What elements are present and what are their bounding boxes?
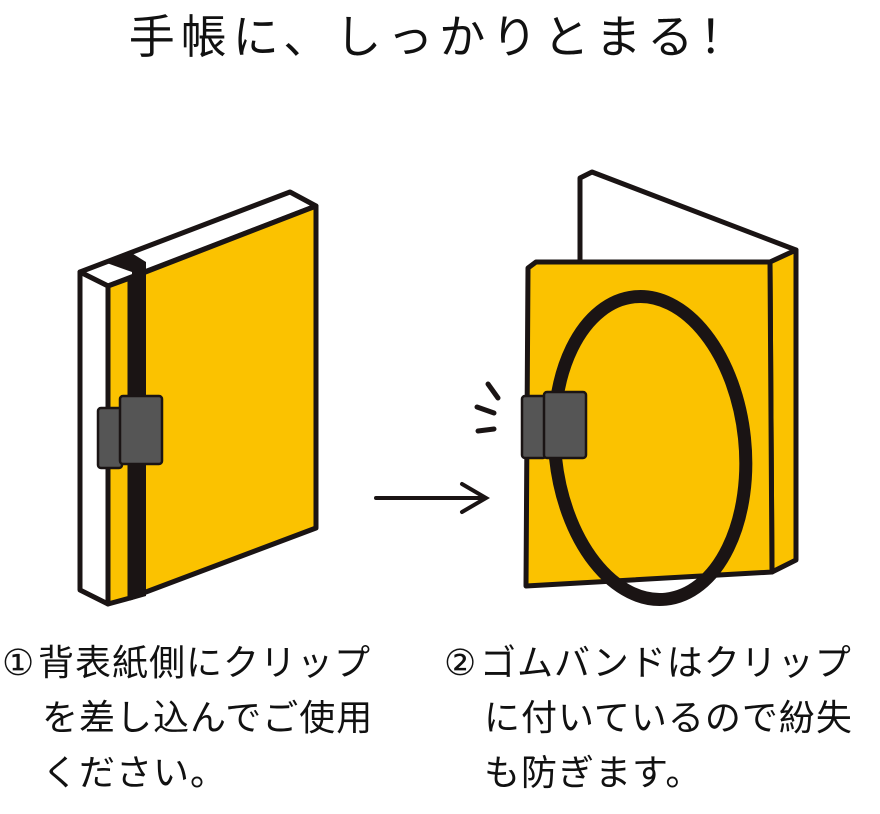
step-1-line-1: 背表紙側にクリップ	[38, 643, 372, 684]
page-title: 手帳に、しっかりとまる！	[128, 10, 752, 64]
step-1-caption: ①背表紙側にクリップ を差し込んでご使用 ください。	[2, 636, 373, 801]
clip-icon	[520, 390, 588, 460]
right-arrow-icon	[374, 482, 490, 514]
rubber-band-icon	[104, 252, 146, 600]
step-2-line-2: に付いているので紛失	[484, 698, 853, 739]
step-2-caption: ②ゴムバンドはクリップ に付いているので紛失 も防ぎます。	[444, 636, 853, 801]
step-2-line-3: も防ぎます。	[484, 753, 703, 794]
step-2-number: ②	[444, 643, 478, 684]
step-2-line-1: ゴムバンドはクリップ	[480, 643, 852, 684]
notebook-closed-icon	[77, 189, 319, 607]
step-1-line-2: を差し込んでご使用	[42, 698, 374, 739]
step-1-line-3: ください。	[42, 753, 228, 794]
snap-marks-icon	[474, 381, 501, 434]
clip-icon	[96, 394, 164, 470]
illustration	[77, 169, 799, 607]
step-1-number: ①	[2, 643, 36, 684]
